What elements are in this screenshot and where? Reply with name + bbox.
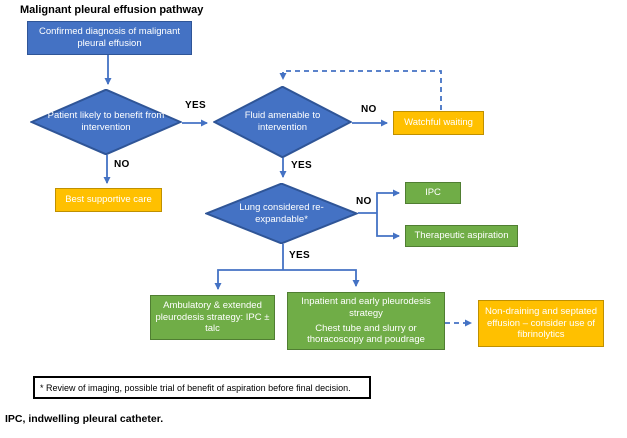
- node-lung-expandable-label: Lung considered re-expandable*: [239, 201, 324, 225]
- node-ipc-label: IPC: [425, 187, 441, 199]
- node-inpatient-strategy-label: Inpatient and early pleurodesis strategy…: [288, 296, 444, 347]
- node-patient-benefit-decision: Patient likely to benefit from intervent…: [30, 89, 182, 155]
- edge-label-no-fluid: NO: [361, 104, 377, 115]
- node-ambulatory-strategy: Ambulatory & extended pleurodesis strate…: [150, 295, 275, 340]
- node-lung-expandable-decision: Lung considered re-expandable*: [205, 183, 358, 244]
- node-inpatient-strategy-line2: Chest tube and slurry or thoracoscopy an…: [307, 322, 425, 346]
- node-patient-benefit-label: Patient likely to benefit from intervent…: [47, 110, 165, 133]
- diamond-shape: [30, 89, 182, 155]
- node-fluid-amenable-decision: Fluid amenable to intervention: [213, 86, 352, 158]
- node-ambulatory-strategy-label: Ambulatory & extended pleurodesis strate…: [155, 299, 270, 335]
- edge-label-yes-fluid: YES: [291, 160, 312, 171]
- node-best-supportive-care-label: Best supportive care: [65, 194, 152, 206]
- edge-lung-yes-to-ambulatory: [214, 269, 283, 290]
- diamond-shape: [213, 86, 352, 158]
- node-watchful-waiting-label: Watchful waiting: [404, 117, 473, 129]
- node-best-supportive-care: Best supportive care: [55, 188, 162, 212]
- edge-label-no-patient: NO: [114, 159, 130, 170]
- node-fluid-amenable-label: Fluid amenable to intervention: [244, 110, 321, 133]
- abbreviation-text: IPC, indwelling pleural catheter.: [5, 413, 164, 425]
- node-watchful-waiting: Watchful waiting: [393, 111, 484, 135]
- edge-lung-no-to-ipc: [376, 189, 400, 213]
- node-ipc: IPC: [405, 182, 461, 204]
- page-title: Malignant pleural effusion pathway: [20, 4, 204, 16]
- node-therapeutic-aspiration: Therapeutic aspiration: [405, 225, 518, 247]
- node-inpatient-strategy: Inpatient and early pleurodesis strategy…: [287, 292, 445, 350]
- node-fibrinolytics: Non-draining and septated effusion – con…: [478, 300, 604, 347]
- node-confirmed-diagnosis-label: Confirmed diagnosis of malignant pleural…: [39, 26, 180, 49]
- node-therapeutic-aspiration-label: Therapeutic aspiration: [414, 230, 509, 242]
- node-inpatient-strategy-line1: Inpatient and early pleurodesis strategy: [301, 295, 431, 319]
- edge-label-no-lung: NO: [356, 196, 372, 207]
- footnote-text: * Review of imaging, possible trial of b…: [40, 382, 351, 393]
- edge-label-yes-lung: YES: [289, 250, 310, 261]
- edge-watchful-feedback-to-fluid: [279, 70, 442, 110]
- footnote-box: * Review of imaging, possible trial of b…: [33, 376, 371, 399]
- edge-lung-no-to-therapeutic: [376, 213, 400, 240]
- diamond-shape: [205, 183, 358, 244]
- node-confirmed-diagnosis: Confirmed diagnosis of malignant pleural…: [27, 21, 192, 55]
- edge-label-yes-patient: YES: [185, 100, 206, 111]
- edge-lung-yes-to-inpatient: [283, 269, 360, 287]
- node-fibrinolytics-label: Non-draining and septated effusion – con…: [485, 305, 597, 341]
